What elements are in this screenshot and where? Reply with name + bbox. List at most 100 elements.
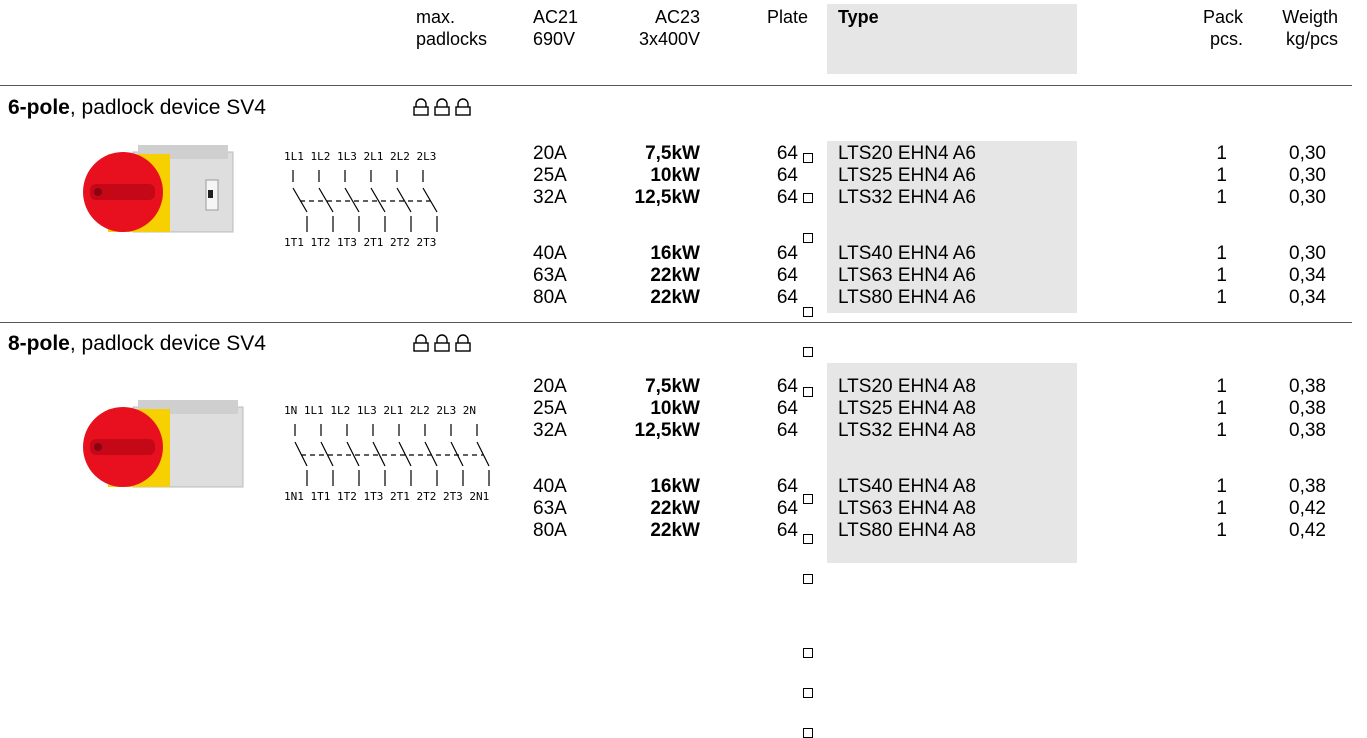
cell-type: LTS80 EHN4 A6 xyxy=(838,287,977,308)
cell-pack: 1 xyxy=(1216,265,1227,286)
cell-ac23: 10kW xyxy=(650,165,700,186)
cell-weight: 0,38 xyxy=(1289,398,1326,419)
cell-weight: 0,38 xyxy=(1289,420,1326,441)
cell-weight: 0,30 xyxy=(1289,143,1326,164)
plate-square-icon xyxy=(803,307,813,317)
plate-square-icon xyxy=(803,534,813,544)
cell-type: LTS80 EHN4 A8 xyxy=(838,520,977,541)
cell-weight: 0,34 xyxy=(1289,287,1326,308)
header-type: Type xyxy=(838,6,879,28)
cell-ac23: 7,5kW xyxy=(645,376,700,397)
cell-type: LTS25 EHN4 A8 xyxy=(838,398,977,419)
cell-plate: 64 xyxy=(776,476,798,497)
cell-plate: 64 xyxy=(776,287,798,308)
cell-weight: 0,30 xyxy=(1289,165,1326,186)
header-max-padlocks: max. padlocks xyxy=(416,6,487,50)
cell-plate: 64 xyxy=(776,265,798,286)
padlock-icon xyxy=(436,334,448,343)
divider xyxy=(0,85,1352,86)
cell-plate: 64 xyxy=(776,143,798,164)
header-text: Pack xyxy=(1202,7,1243,27)
header-text: 3x400V xyxy=(638,29,700,49)
type-column-bg-section-2 xyxy=(827,363,1077,563)
header-text: Plate xyxy=(766,7,808,27)
header-text: 690V xyxy=(533,29,576,49)
cell-ac21: 40A xyxy=(533,243,567,264)
section-6-pole: 6-pole, padlock device SV4 1L1 1L2 1L3 2… xyxy=(0,0,1367,397)
header-text: padlocks xyxy=(416,29,488,49)
cell-type: LTS25 EHN4 A6 xyxy=(838,165,977,186)
cell-pack: 1 xyxy=(1216,376,1227,397)
cell-pack: 1 xyxy=(1216,187,1227,208)
wiring-diagram-bottom-labels: 1N1 1T1 1T2 1T3 2T1 2T2 2T3 2N1 xyxy=(284,490,490,503)
cell-weight: 0,38 xyxy=(1289,376,1326,397)
header-text: Weigth xyxy=(1282,7,1338,27)
cell-ac21: 25A xyxy=(533,398,567,419)
header-text: pcs. xyxy=(1209,29,1243,49)
cell-ac21: 32A xyxy=(533,187,567,208)
header-text: Type xyxy=(838,7,879,27)
cell-pack: 1 xyxy=(1216,420,1227,441)
type-column-header-bg xyxy=(827,4,1077,74)
cell-ac23: 12,5kW xyxy=(634,420,700,441)
header-plate: Plate xyxy=(740,6,808,28)
header-ac21: AC21 690V xyxy=(533,6,578,50)
cell-type: LTS20 EHN4 A8 xyxy=(838,376,977,397)
cell-ac23: 10kW xyxy=(650,398,700,419)
cell-ac23: 22kW xyxy=(650,520,700,541)
plate-square-icon xyxy=(803,387,813,397)
wiring-diagram-top-labels: 1N 1L1 1L2 1L3 2L1 2L2 2L3 2N xyxy=(284,404,477,417)
padlock-icon xyxy=(457,98,469,107)
plate-square-icon xyxy=(803,648,813,658)
switch-product-image xyxy=(83,145,234,233)
cell-ac23: 22kW xyxy=(650,287,700,308)
cell-type: LTS20 EHN4 A6 xyxy=(838,143,977,164)
cell-plate: 64 xyxy=(776,165,798,186)
header-text: kg/pcs xyxy=(1285,29,1338,49)
cell-type: LTS32 EHN4 A8 xyxy=(838,420,977,441)
cell-plate: 64 xyxy=(776,520,798,541)
cell-plate: 64 xyxy=(776,376,798,397)
cell-pack: 1 xyxy=(1216,498,1227,519)
plate-square-icon xyxy=(803,347,813,357)
section-title-rest: , padlock device SV4 xyxy=(69,96,266,119)
padlock-icons xyxy=(413,333,483,358)
wiring-diagram-top-labels: 1L1 1L2 1L3 2L1 2L2 2L3 xyxy=(284,150,437,163)
plate-square-icon xyxy=(803,728,813,738)
cell-ac23: 12,5kW xyxy=(634,187,700,208)
wiring-diagram-bottom-labels: 1T1 1T2 1T3 2T1 2T2 2T3 xyxy=(284,236,437,249)
header-ac23: AC23 3x400V xyxy=(600,6,700,50)
divider xyxy=(0,322,1352,323)
cell-ac23: 22kW xyxy=(650,265,700,286)
header-text: AC23 xyxy=(654,7,700,27)
cell-ac21: 63A xyxy=(533,498,567,519)
cell-pack: 1 xyxy=(1216,398,1227,419)
cell-weight: 0,42 xyxy=(1289,520,1326,541)
cell-pack: 1 xyxy=(1216,520,1227,541)
padlock-icon xyxy=(415,98,427,107)
padlock-icons xyxy=(413,97,483,122)
cell-pack: 1 xyxy=(1216,143,1227,164)
cell-pack: 1 xyxy=(1216,165,1227,186)
plate-square-icon xyxy=(803,688,813,698)
header-pack: Pack pcs. xyxy=(1180,6,1243,50)
cell-plate: 64 xyxy=(776,498,798,519)
wiring-diagram xyxy=(292,170,438,232)
type-column-bg-section-1 xyxy=(827,141,1077,313)
plate-square-icon xyxy=(803,233,813,243)
cell-ac21: 20A xyxy=(533,143,567,164)
plate-square-icon xyxy=(803,153,813,163)
padlock-icon-group xyxy=(413,334,471,352)
switch-product-image xyxy=(83,400,244,488)
padlock-icon-group xyxy=(413,98,471,116)
padlock-icon xyxy=(457,334,469,343)
padlock-icon xyxy=(436,98,448,107)
